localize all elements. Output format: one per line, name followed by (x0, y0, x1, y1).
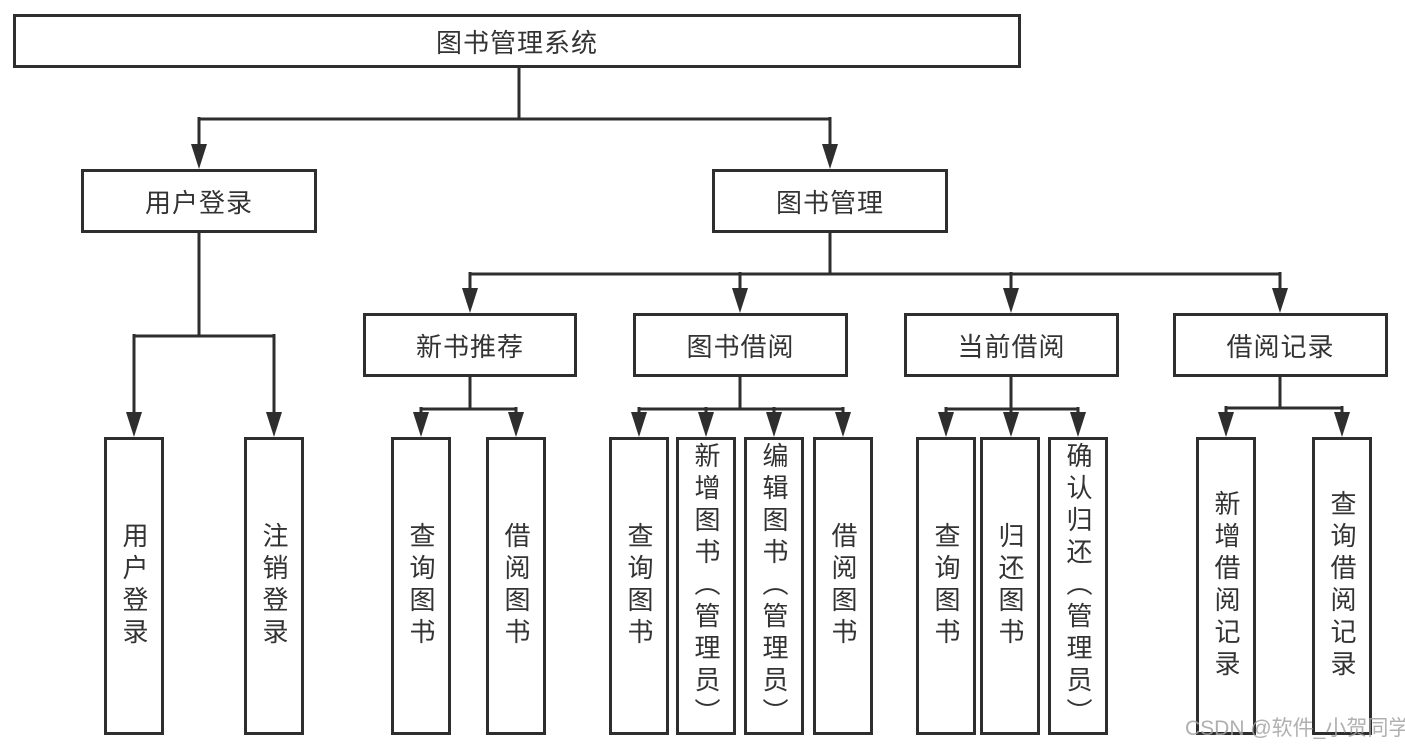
leaf-user-login-label: 用户登录 (119, 522, 149, 650)
node-root: 图书管理系统 (13, 14, 1021, 68)
leaf-current-return-books-label: 归还图书 (995, 522, 1025, 650)
node-book-management: 图书管理 (712, 169, 948, 233)
leaf-current-confirm-return-admin: 确认归还（管理员） (1048, 437, 1108, 735)
csdn-watermark: CSDN @软件_小贺同学 (1185, 717, 1405, 740)
leaf-borrowing-edit-books-admin: 编辑图书（管理员） (744, 437, 804, 735)
leaf-newbooks-query-books-label: 查询图书 (406, 522, 436, 650)
leaf-newbooks-borrow-books: 借阅图书 (486, 437, 546, 735)
leaf-current-return-books: 归还图书 (980, 437, 1040, 735)
leaf-newbooks-query-books: 查询图书 (391, 437, 451, 735)
leaf-borrowing-query-books-label: 查询图书 (624, 522, 654, 650)
leaf-records-query-borrow-record: 查询借阅记录 (1312, 437, 1372, 735)
node-book-borrowing-label: 图书借阅 (686, 331, 795, 362)
leaf-user-login: 用户登录 (104, 437, 164, 735)
node-book-management-label: 图书管理 (775, 187, 884, 218)
leaf-logout-label: 注销登录 (259, 522, 289, 650)
leaf-current-query-books: 查询图书 (916, 437, 976, 735)
node-borrow-records-label: 借阅记录 (1226, 331, 1335, 362)
leaf-logout: 注销登录 (244, 437, 304, 735)
node-current-borrowing-label: 当前借阅 (957, 331, 1066, 362)
leaf-borrowing-edit-books-admin-label: 编辑图书（管理员） (759, 442, 789, 730)
node-new-book-recommend: 新书推荐 (363, 313, 577, 377)
node-root-label: 图书管理系统 (435, 27, 598, 58)
node-new-book-recommend-label: 新书推荐 (415, 331, 524, 362)
leaf-current-confirm-return-admin-label: 确认归还（管理员） (1063, 442, 1093, 730)
leaf-borrowing-add-books-admin-label: 新增图书（管理员） (691, 442, 721, 730)
node-book-borrowing: 图书借阅 (633, 313, 848, 377)
leaf-records-query-borrow-record-label: 查询借阅记录 (1327, 490, 1357, 682)
leaf-borrowing-query-books: 查询图书 (609, 437, 669, 735)
leaf-current-query-books-label: 查询图书 (931, 522, 961, 650)
node-borrow-records: 借阅记录 (1173, 313, 1388, 377)
leaf-borrowing-borrow-books-label: 借阅图书 (828, 522, 858, 650)
leaf-records-add-borrow-record-label: 新增借阅记录 (1211, 490, 1241, 682)
node-user-login-label: 用户登录 (144, 187, 253, 218)
node-user-login: 用户登录 (81, 169, 317, 233)
leaf-records-add-borrow-record: 新增借阅记录 (1196, 437, 1256, 735)
leaf-borrowing-borrow-books: 借阅图书 (813, 437, 873, 735)
node-current-borrowing: 当前借阅 (904, 313, 1119, 377)
leaf-newbooks-borrow-books-label: 借阅图书 (501, 522, 531, 650)
leaf-borrowing-add-books-admin: 新增图书（管理员） (676, 437, 736, 735)
